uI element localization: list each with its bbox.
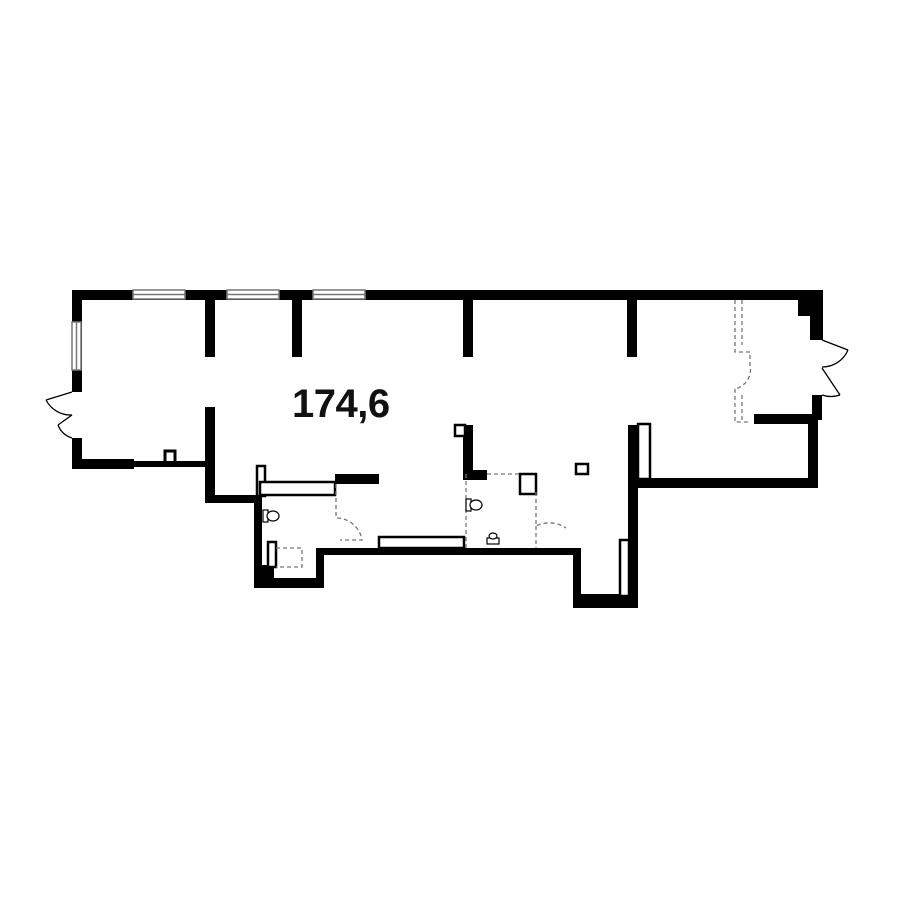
counter-mid [258,480,337,497]
toilet-1 [262,509,280,523]
wall-right-side [808,415,818,488]
post-3 [574,462,590,476]
wall-step-1 [205,495,260,503]
partition-4 [627,300,637,357]
wall-right-col2 [628,425,638,608]
wall-right-upper [810,290,823,340]
wall-right-inner [754,414,818,424]
counter-bottom [377,535,466,550]
post-4 [636,422,652,481]
sink-2 [486,532,500,545]
wall-top [72,290,823,300]
wall-lower-middle [316,548,580,555]
post-2 [518,472,538,496]
wall-bath-left [254,495,262,588]
area-label: 174,6 [292,382,390,426]
partition-left-lower [205,407,215,502]
wall-mid-stub [463,425,473,475]
walls [72,290,823,608]
post-1 [453,423,467,438]
door-swing-bath2 [535,492,567,548]
outlined-elements [255,422,652,598]
wall-bottom-left [72,459,134,469]
door-right-entrance [821,339,849,398]
door-swing-right-1 [734,300,752,423]
partition-2 [292,300,302,357]
wall-left-lower [72,438,82,468]
toilets [262,498,500,545]
wall-right-col [573,548,581,608]
toilet-2 [465,498,483,512]
wall-right-base [628,478,818,488]
shower-bath1 [276,547,303,568]
wall-right-corner [798,300,813,316]
windows [71,289,366,371]
partition-1 [205,300,215,357]
doors [45,339,849,439]
dashed-elements [276,300,752,568]
door-swing-bath1 [335,484,363,541]
door-left-entrance [45,391,73,439]
wall-right-bottom [573,594,638,608]
post-5 [618,538,631,598]
wall-mid-top [335,474,379,484]
wall-bath-right [316,548,324,588]
wall-small-block [163,449,177,465]
wall-mid-stub2 [463,470,487,480]
post-6 [266,540,278,569]
wall-bath-bottom [254,578,322,588]
wall-right-lower [812,395,822,420]
partition-3 [463,300,473,357]
